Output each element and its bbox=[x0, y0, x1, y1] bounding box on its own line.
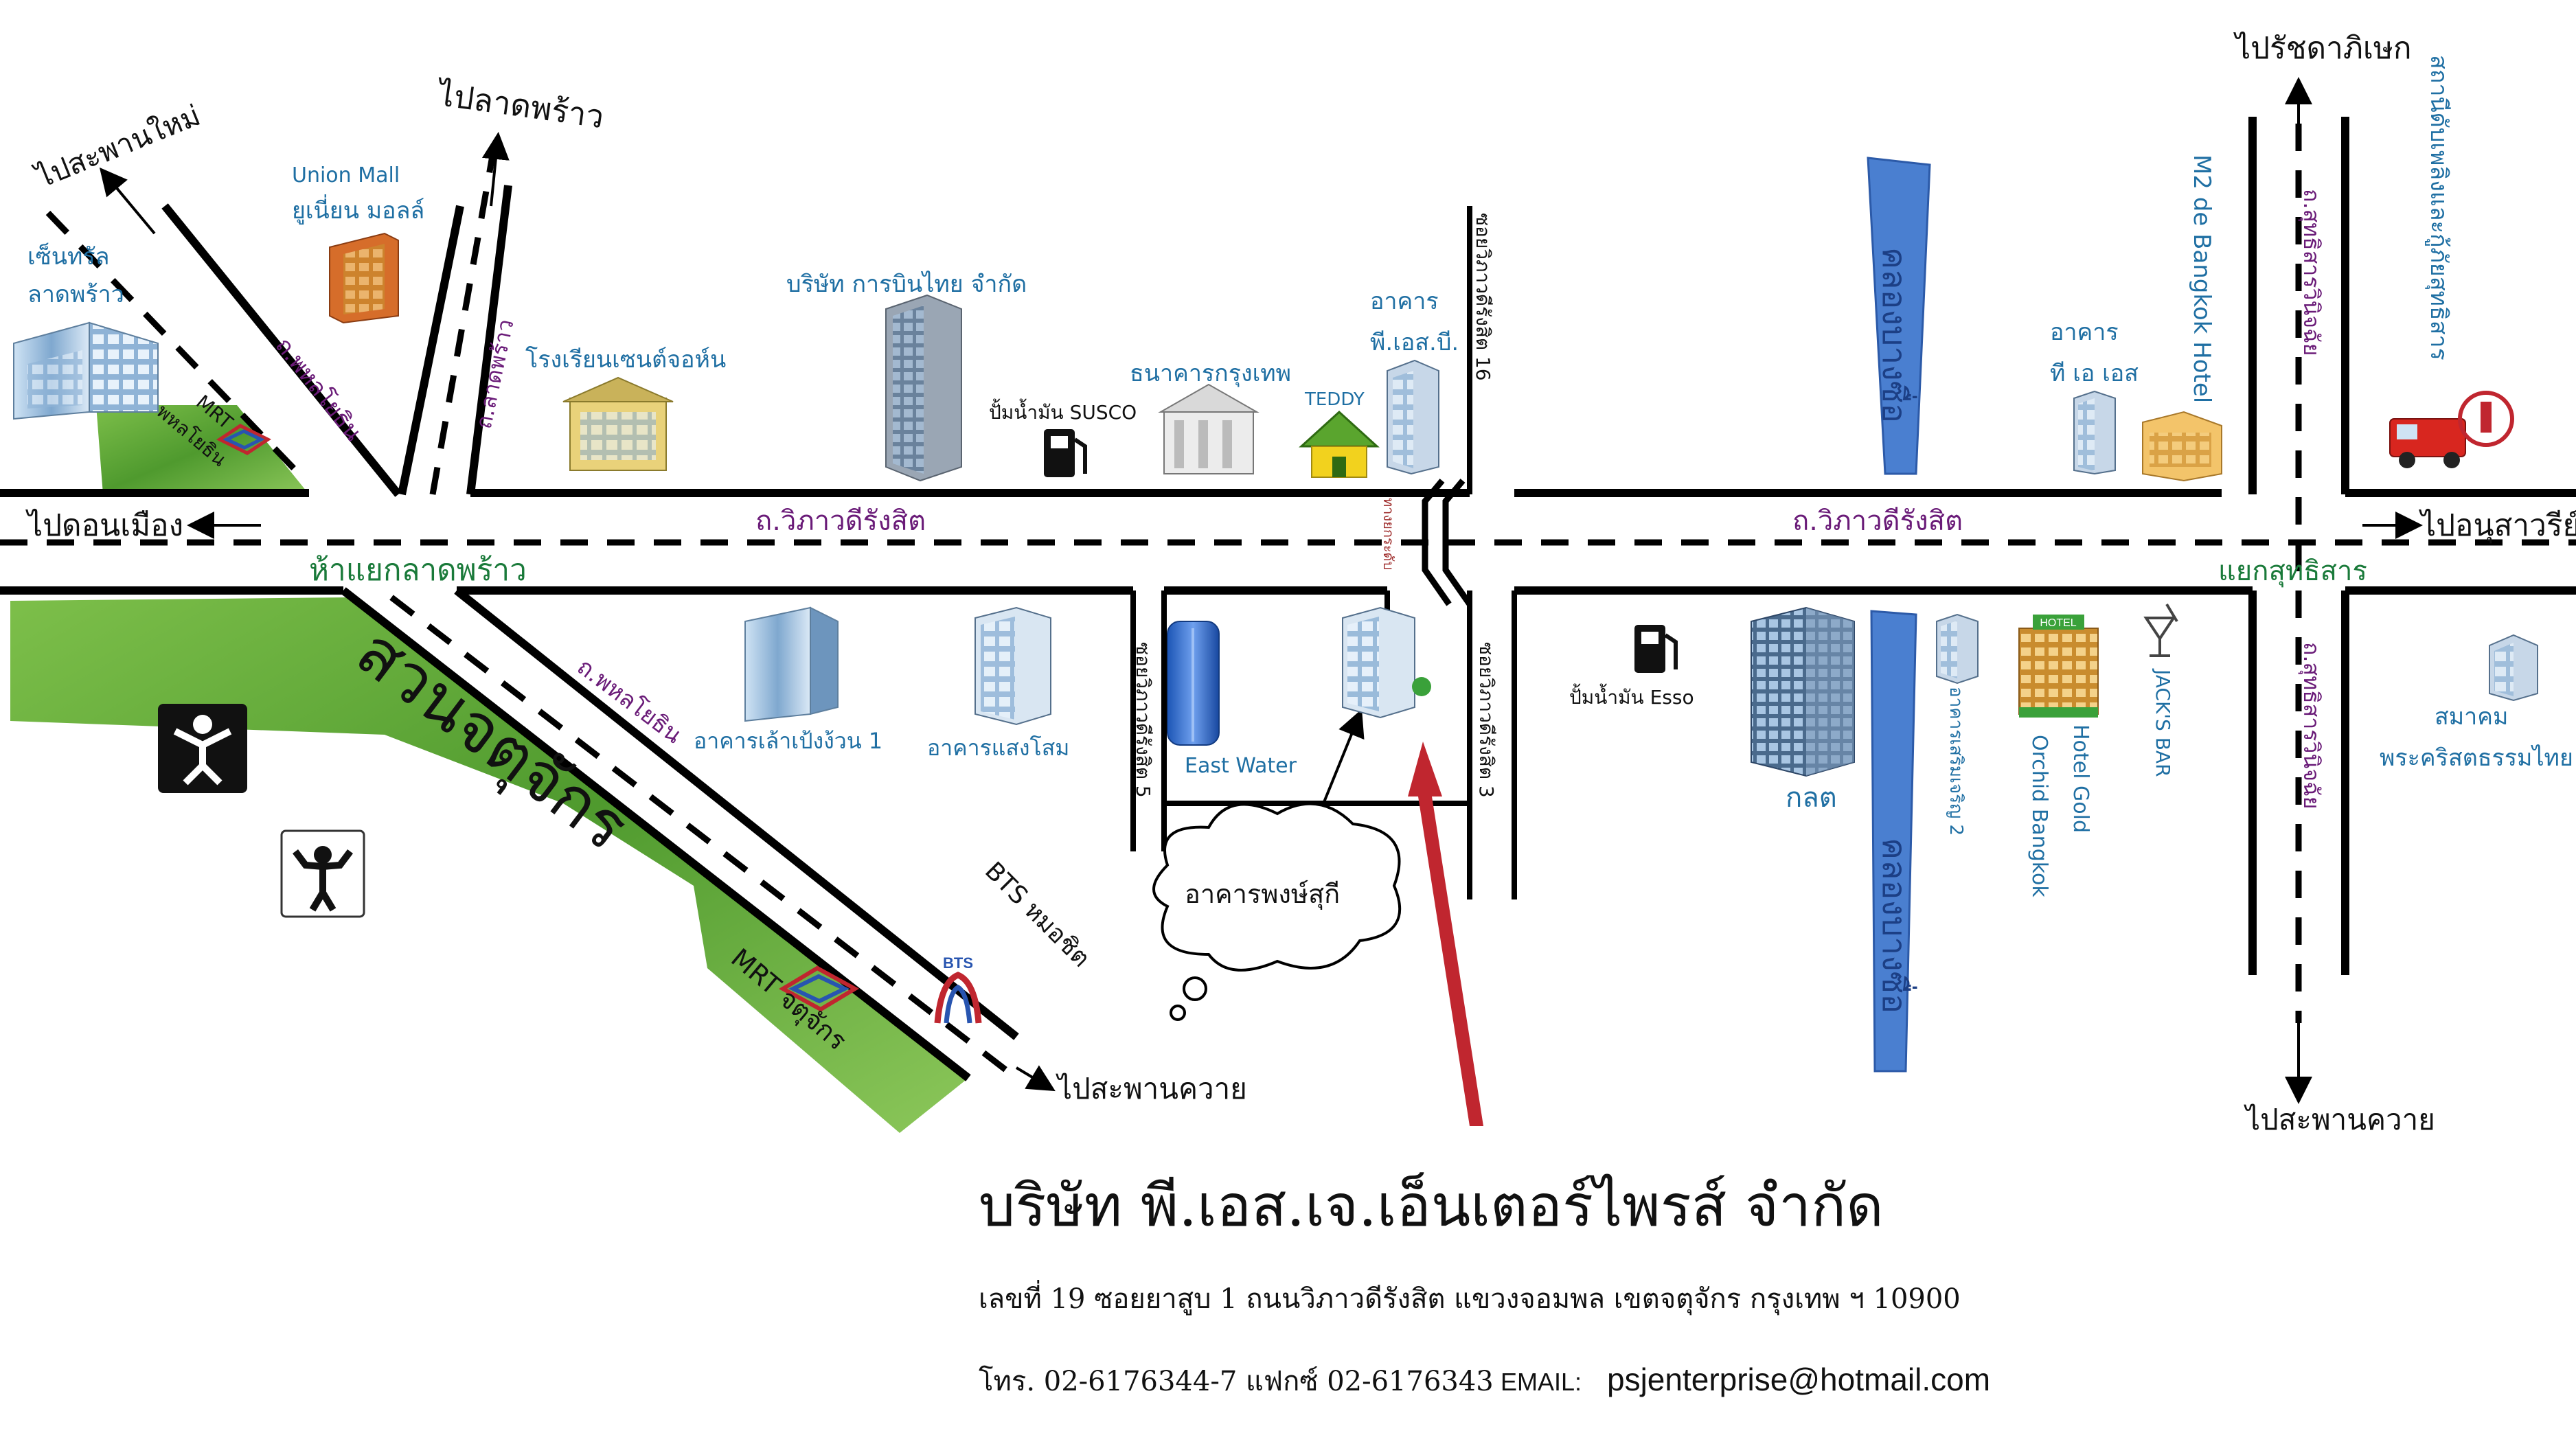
mrt-phahon-lawn bbox=[96, 405, 309, 494]
road-u-turn: ทางยกระดับ bbox=[1380, 498, 1397, 570]
label-central-2: ลาดพร้าว bbox=[27, 281, 124, 308]
road-vibhavadi-right: ถ.วิภาวดีรังสิต bbox=[1792, 505, 1963, 537]
bank-icon bbox=[1158, 383, 1259, 474]
mrt-logo-icon bbox=[778, 965, 860, 1012]
lat-phrao-road bbox=[398, 144, 512, 496]
label-teddy: TEDDY bbox=[1304, 389, 1365, 410]
label-lao-peng: อาคารเล้าเป้งง้วน 1 bbox=[694, 728, 882, 754]
canal-south bbox=[1870, 610, 1917, 1073]
fire-truck-icon bbox=[2389, 391, 2514, 468]
company-phone: โทร. 02-6176344-7 แฟกซ์ 02-6176343 bbox=[979, 1366, 1494, 1397]
direction-saphan-mai: ไปสะพานใหม่ bbox=[30, 98, 205, 195]
road-phahon-top: ถ.พหลโยธิน bbox=[270, 332, 367, 446]
label-canal-south: คลองบางซื่อ bbox=[1875, 838, 1917, 1013]
label-ps-building-1: อาคาร bbox=[1370, 288, 1439, 315]
label-susco: ปั้มน้ำมัน SUSCO bbox=[989, 398, 1137, 424]
label-orchid: Orchid Bangkok bbox=[2027, 735, 2051, 897]
company-email-label: EMAIL: bbox=[1501, 1368, 1582, 1396]
label-tas-2: ที เอ เอส bbox=[2050, 360, 2139, 387]
fuel-pump-icon bbox=[1044, 429, 1087, 477]
hotel-sign: HOTEL bbox=[2040, 617, 2076, 629]
company-info: บริษัท พี.เอส.เจ.เอ็นเตอร์ไพรส์ จำกัด เล… bbox=[979, 1172, 1990, 1397]
label-east-water: East Water bbox=[1185, 754, 1297, 778]
thai-airways-building-icon bbox=[885, 294, 962, 482]
label-school: โรงเรียนเซนต์จอห์น bbox=[525, 346, 726, 374]
charoen-building-icon bbox=[1936, 613, 1979, 685]
company-email[interactable]: psjenterprise@hotmail.com bbox=[1607, 1362, 1990, 1397]
company-address: เลขที่ 19 ซอยยาสูบ 1 ถนนวิภาวดีรังสิต แข… bbox=[979, 1280, 1961, 1316]
label-ps-building-2: พี.เอส.บี. bbox=[1370, 329, 1459, 356]
exercise-icon bbox=[158, 704, 247, 793]
bts-logo-icon: BTS bbox=[934, 954, 982, 1024]
soi-roads bbox=[1130, 206, 1517, 899]
label-kalot: กลต bbox=[1786, 782, 1837, 814]
label-bangkok-bank: ธนาคารกรุงเทพ bbox=[1130, 360, 1291, 387]
label-union-th: ยูเนี่ยน มอลล์ bbox=[292, 194, 424, 225]
company-name: บริษัท พี.เอส.เจ.เอ็นเตอร์ไพรส์ จำกัด bbox=[979, 1172, 1884, 1239]
psb-building-icon bbox=[1387, 359, 1439, 475]
direction-don-mueang: ไปดอนเมือง bbox=[25, 508, 183, 543]
label-m2-hotel: M2 de Bangkok Hotel bbox=[2188, 154, 2215, 403]
phongsuk-callout-cloud bbox=[1152, 802, 1402, 972]
label-saeng-som: อาคารแสงโสม bbox=[927, 735, 1069, 761]
direction-ratchada: ไปรัชดาภิเษก bbox=[2233, 31, 2412, 66]
label-association-2: พระคริสตธรรมไทย bbox=[2380, 744, 2573, 772]
label-hotel-gold: Hotel Gold bbox=[2068, 724, 2093, 833]
bts-logo-text: BTS bbox=[943, 954, 973, 972]
direction-anusawari: ไปอนุสาวรีย์ bbox=[2419, 508, 2576, 544]
label-thai-airways: บริษัท การบินไทย จำกัด bbox=[786, 271, 1027, 298]
location-arrow bbox=[1408, 742, 1483, 1126]
road-sutthisan-top: ถ.สุทธิสารวินิจฉัย bbox=[2298, 189, 2325, 356]
east-water-building-icon bbox=[1167, 621, 1220, 746]
phongsuk-building-icon bbox=[1342, 606, 1431, 719]
lao-peng-building-icon bbox=[744, 606, 839, 722]
label-fire-station: สถานีดับเพลิงและกู้ภัยสุทธิสาร bbox=[2425, 55, 2452, 360]
label-tas-1: อาคาร bbox=[2050, 319, 2119, 346]
vibhavadi-road bbox=[0, 489, 2576, 595]
label-central-1: เซ็นทรัล bbox=[27, 242, 109, 271]
label-phongsuk: อาคารพงษ์สุกี bbox=[1185, 879, 1340, 910]
house-icon bbox=[1299, 410, 1380, 478]
association-building-icon bbox=[2489, 634, 2538, 702]
label-canal-north: คลองบางซื่อ bbox=[1875, 247, 1917, 423]
label-esso: ปั้มน้ำมัน Esso bbox=[1569, 683, 1694, 709]
tas-building-icon bbox=[2073, 390, 2116, 475]
fitness-icon bbox=[280, 829, 365, 918]
central-building-icon bbox=[13, 321, 159, 420]
intersection-sutthisan: แยกสุทธิสาร bbox=[2218, 555, 2367, 588]
school-building-icon bbox=[562, 376, 674, 471]
phahon-yothin-road bbox=[45, 203, 1019, 1081]
cocktail-icon bbox=[2143, 603, 2178, 657]
label-bts: BTS หมอชิต bbox=[979, 857, 1095, 973]
road-vibhavadi-left: ถ.วิภาวดีรังสิต bbox=[755, 505, 926, 537]
saeng-som-building-icon bbox=[974, 606, 1051, 726]
mrt-logo-icon bbox=[216, 424, 271, 455]
intersection-lat-phrao: ห้าแยกลาดพร้าว bbox=[309, 553, 527, 588]
label-union-en: Union Mall bbox=[292, 163, 400, 187]
park-lawn bbox=[10, 597, 968, 1133]
hotel-gold-building-icon: HOTEL bbox=[2018, 615, 2099, 718]
road-sutthisan-bottom: ถ.สุทธิสารวินิจฉัย bbox=[2298, 642, 2325, 810]
road-soi16: ซอยวิภาวดีรังสิต 16 bbox=[1472, 213, 1494, 381]
m2-hotel-building-icon bbox=[2142, 411, 2222, 482]
klot-building-icon bbox=[1751, 606, 1855, 777]
direction-lat-phrao: ไปลาดพร้าว bbox=[433, 75, 606, 135]
label-jacks-bar: JACK'S BAR bbox=[2152, 668, 2174, 777]
label-charoen: อาคารเสริมเจริญ 2 bbox=[1946, 687, 1966, 836]
label-park: สวนจตุจักร bbox=[341, 613, 643, 867]
canal-north bbox=[1867, 157, 1931, 475]
label-association-1: สมาคม bbox=[2435, 703, 2508, 731]
u-turn-overpass bbox=[1422, 479, 1452, 606]
road-soi3: ซอยวิภาวดีรังสิต 3 bbox=[1475, 642, 1498, 798]
road-soi5: ซอยวิภาวดีรังสิต 5 bbox=[1132, 642, 1154, 798]
fuel-pump-icon bbox=[1634, 625, 1678, 673]
union-mall-building-icon bbox=[329, 232, 399, 324]
road-lat-phrao: ถ.ลาดพร้าว bbox=[470, 317, 519, 431]
direction-saphan-khwai-right: ไปสะพานควาย bbox=[2244, 1103, 2435, 1136]
sutthisan-road bbox=[2248, 117, 2349, 1023]
direction-saphan-khwai-left: ไปสะพานควาย bbox=[1056, 1072, 1247, 1105]
